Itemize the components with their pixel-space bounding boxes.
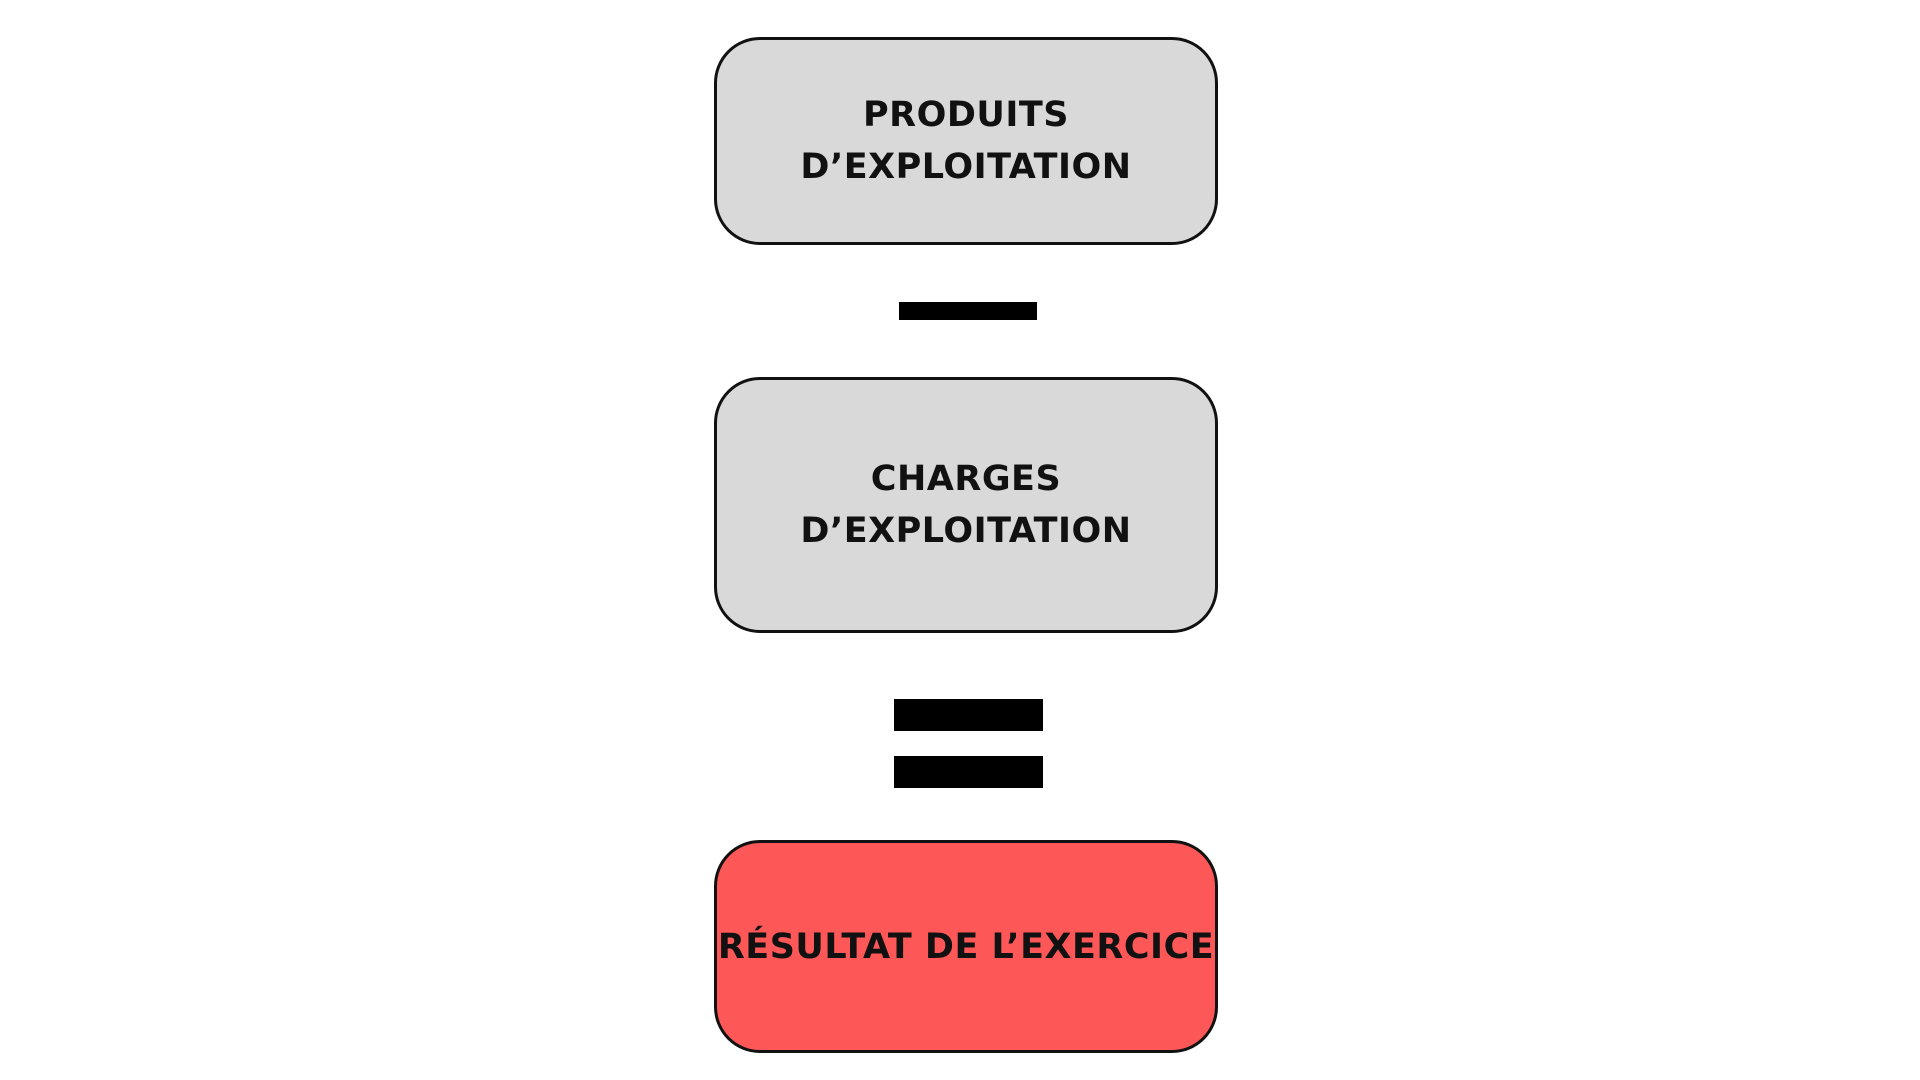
resultat-exercice-box: RÉSULTAT DE L’EXERCICE (714, 840, 1218, 1053)
produits-exploitation-box: PRODUITS D’EXPLOITATION (714, 37, 1218, 245)
produits-label-line-2: D’EXPLOITATION (800, 147, 1132, 187)
charges-exploitation-box: CHARGES D’EXPLOITATION (714, 377, 1218, 633)
minus-operator (899, 302, 1037, 320)
charges-label-line-2: D’EXPLOITATION (800, 511, 1132, 551)
resultat-exercice-label: RÉSULTAT DE L’EXERCICE (718, 921, 1214, 973)
charges-label-line-1: CHARGES (870, 459, 1062, 499)
charges-exploitation-label: CHARGES D’EXPLOITATION (800, 453, 1131, 557)
equals-operator-bottom-bar (894, 756, 1043, 788)
produits-label-line-1: PRODUITS (863, 95, 1069, 135)
produits-exploitation-label: PRODUITS D’EXPLOITATION (800, 89, 1131, 193)
resultat-label-line-1: RÉSULTAT DE L’EXERCICE (717, 926, 1215, 967)
equals-operator-top-bar (894, 699, 1043, 731)
